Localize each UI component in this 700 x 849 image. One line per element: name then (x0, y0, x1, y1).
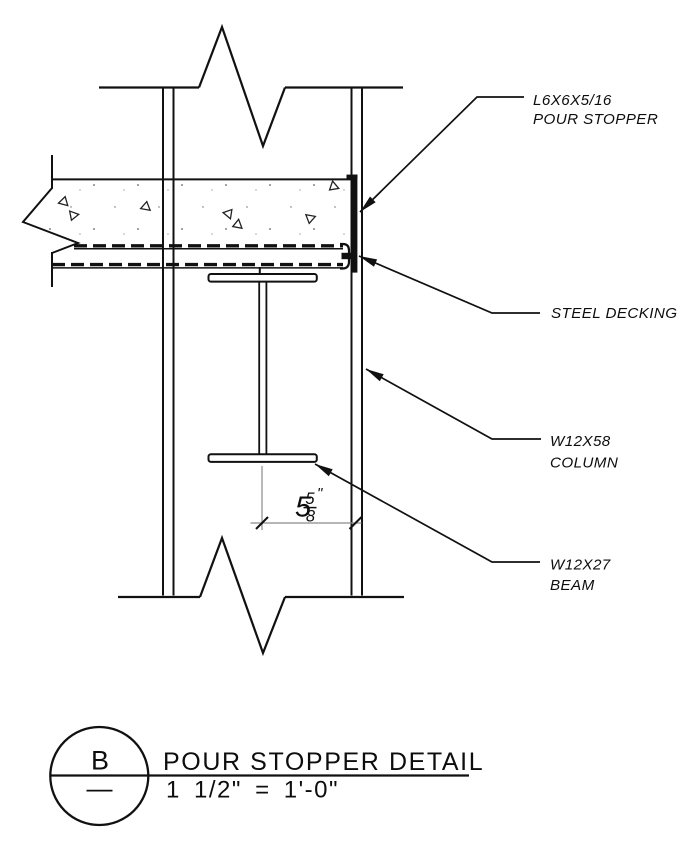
leader-steel-decking (358, 255, 540, 314)
pour-stopper-angle (341, 174, 358, 273)
label-pour-stopper-line1: L6X6X5/16 (533, 92, 612, 109)
label-steel-decking: STEEL DECKING (551, 305, 677, 322)
label-column-line2: COLUMN (550, 455, 618, 472)
detail-scale: 1 1/2" = 1'-0" (166, 777, 339, 804)
title-block: B — POUR STOPPER DETAIL 1 1/2" = 1'-0" (49, 725, 484, 827)
label-beam-line2: BEAM (550, 577, 595, 594)
label-beam-line1: W12X27 (550, 557, 611, 574)
detail-letter: B (91, 746, 109, 776)
steel-decking-lines (52, 242, 351, 270)
slab-left-break (21, 155, 81, 287)
leader-pour-stopper (359, 96, 524, 213)
column-top-break (99, 23, 403, 150)
arrowhead-column (366, 369, 384, 382)
leader-beam (314, 463, 540, 563)
aggregate-symbols (57, 179, 341, 230)
column-lines (162, 88, 363, 596)
dimension-5-5-8: 5 5 8 " (250, 466, 363, 530)
arrowhead-beam (315, 464, 333, 477)
label-pour-stopper-line2: POUR STOPPER (533, 111, 658, 128)
dimension-unit: " (317, 485, 323, 502)
detail-sheet-ref: — (87, 773, 113, 803)
arrowhead-pour-stopper (360, 196, 376, 212)
beam-top-flange (207, 273, 318, 283)
beam-bottom-flange (207, 453, 318, 463)
leader-column (365, 368, 541, 440)
dimension-tick-left (255, 516, 269, 530)
dimension-denominator: 8 (306, 508, 316, 526)
concrete-slab (21, 155, 353, 287)
column-bottom-break (118, 534, 404, 657)
dimension-tick-right (348, 516, 363, 530)
dimension-numerator: 5 (305, 490, 315, 508)
slab-fill (23, 180, 352, 245)
leader-arrowheads (315, 196, 384, 477)
label-column-line1: W12X58 (550, 433, 611, 450)
beam-section (207, 267, 318, 463)
detail-title: POUR STOPPER DETAIL (163, 748, 484, 776)
leader-lines (314, 96, 541, 563)
arrowhead-steel-decking (359, 256, 378, 267)
annotations: L6X6X5/16 POUR STOPPER STEEL DECKING W12… (533, 92, 677, 594)
